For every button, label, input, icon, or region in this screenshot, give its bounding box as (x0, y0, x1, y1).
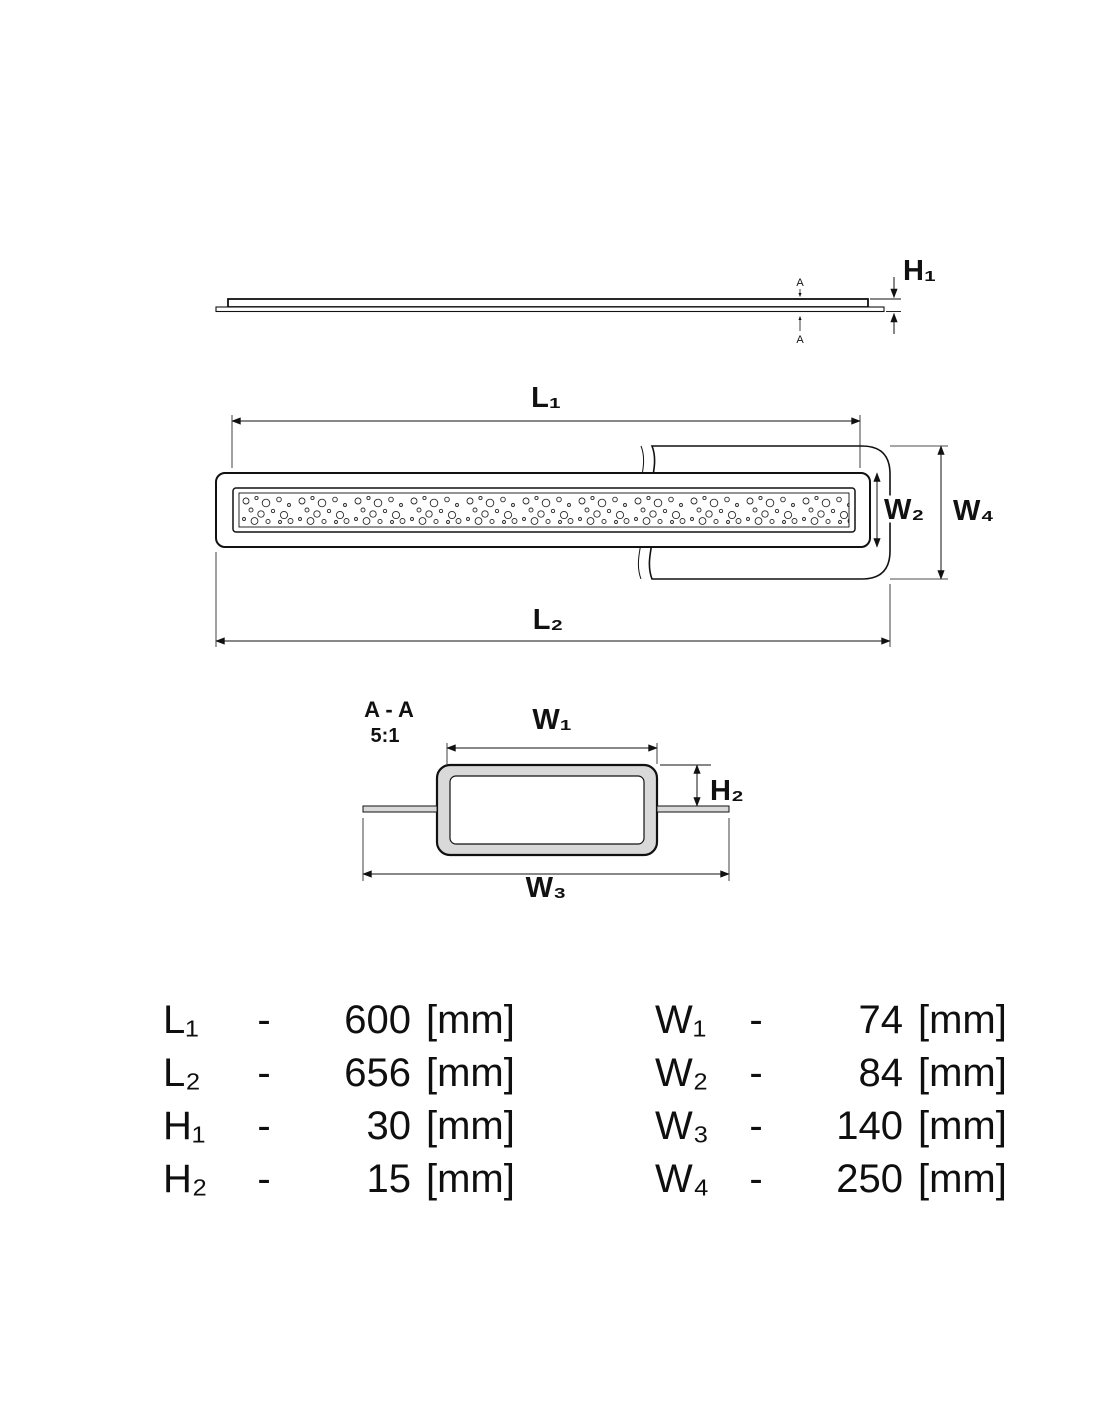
dim-value: 600 (344, 998, 411, 1042)
dim-label-w4: W₄ (953, 495, 994, 527)
profile-channel-edge (227, 298, 869, 308)
dim-value: 30 (366, 1104, 412, 1148)
section-mark-letter-top: A (796, 277, 804, 289)
dim-unit: [mm] (918, 1157, 1007, 1201)
dim-label-w2: W₂ (884, 494, 924, 526)
table-row-l2: L₂ - 656 [mm] (163, 1051, 515, 1104)
dim-separator: - (749, 998, 763, 1042)
profile-flange-edge (215, 306, 885, 313)
dim-unit: [mm] (426, 998, 515, 1042)
dim-name: L₂ (163, 1051, 201, 1095)
dim-label-w1: W₁ (532, 704, 571, 736)
dim-value: 250 (836, 1157, 903, 1201)
dim-label-l1: L₁ (531, 382, 561, 414)
dim-value: 15 (366, 1157, 412, 1201)
dim-unit: [mm] (426, 1157, 515, 1201)
dim-name: H₁ (163, 1104, 206, 1148)
section-a-a-view: A - A 5:1 W₁ H₂ (362, 697, 744, 904)
section-wing-left (362, 805, 438, 813)
side-profile-view: H₁ A A (215, 255, 936, 346)
dim-separator: - (749, 1051, 763, 1095)
table-row-h2: H₂ - 15 [mm] (163, 1157, 515, 1210)
dim-unit: [mm] (426, 1051, 515, 1095)
dim-separator: - (257, 998, 271, 1042)
dim-separator: - (749, 1157, 763, 1201)
dimension-table-left: L₁ - 600 [mm] L₂ - 656 [mm] H₁ - 30 [mm]… (163, 998, 515, 1210)
dim-h1-lines (870, 277, 901, 334)
table-row-l1: L₁ - 600 [mm] (163, 998, 515, 1051)
dim-l2-lines (215, 552, 891, 647)
top-plan-view: L₁ L₂ W₂ W₄ (215, 382, 994, 647)
dimension-table-right: W₁ - 74 [mm] W₂ - 84 [mm] W₃ - 140 [mm] … (655, 998, 1007, 1210)
dim-name: H₂ (163, 1157, 208, 1201)
dim-value: 84 (858, 1051, 904, 1095)
dim-label-l2: L₂ (533, 604, 564, 636)
dim-label-w3: W₃ (526, 872, 567, 904)
table-row-w4: W₄ - 250 [mm] (655, 1157, 1007, 1210)
dim-name: W₄ (655, 1157, 710, 1201)
dim-name: W₁ (655, 998, 707, 1042)
dim-separator: - (749, 1104, 763, 1148)
dim-value: 74 (858, 998, 904, 1042)
dim-unit: [mm] (918, 1104, 1007, 1148)
dim-l1-lines (231, 415, 861, 468)
dim-h2-lines (660, 764, 711, 807)
dim-w3-lines (362, 818, 730, 881)
section-title: A - A (364, 697, 414, 722)
table-row-w2: W₂ - 84 [mm] (655, 1051, 1007, 1104)
dim-name: L₁ (163, 998, 199, 1042)
technical-drawing-canvas: H₁ A A L₁ (215, 255, 994, 904)
table-row-w1: W₁ - 74 [mm] (655, 998, 1007, 1051)
dim-value: 656 (344, 1051, 411, 1095)
section-body-inner (449, 775, 645, 845)
dim-unit: [mm] (426, 1104, 515, 1148)
dim-w4-lines (890, 445, 948, 580)
grate-perforation (238, 492, 850, 528)
table-row-w3: W₃ - 140 [mm] (655, 1104, 1007, 1157)
dim-w1-lines (446, 743, 658, 764)
dim-name: W₂ (655, 1051, 709, 1095)
dim-label-h1: H₁ (903, 255, 936, 287)
section-mark-letter-bottom: A (796, 334, 804, 346)
section-wing-right (656, 805, 730, 813)
dim-separator: - (257, 1157, 271, 1201)
dim-separator: - (257, 1104, 271, 1148)
dim-value: 140 (836, 1104, 903, 1148)
dim-unit: [mm] (918, 1051, 1007, 1095)
dim-name: W₃ (655, 1104, 710, 1148)
table-row-h1: H₁ - 30 [mm] (163, 1104, 515, 1157)
section-scale: 5:1 (371, 725, 400, 747)
dim-label-h2: H₂ (710, 775, 744, 807)
dim-separator: - (257, 1051, 271, 1095)
dim-unit: [mm] (918, 998, 1007, 1042)
